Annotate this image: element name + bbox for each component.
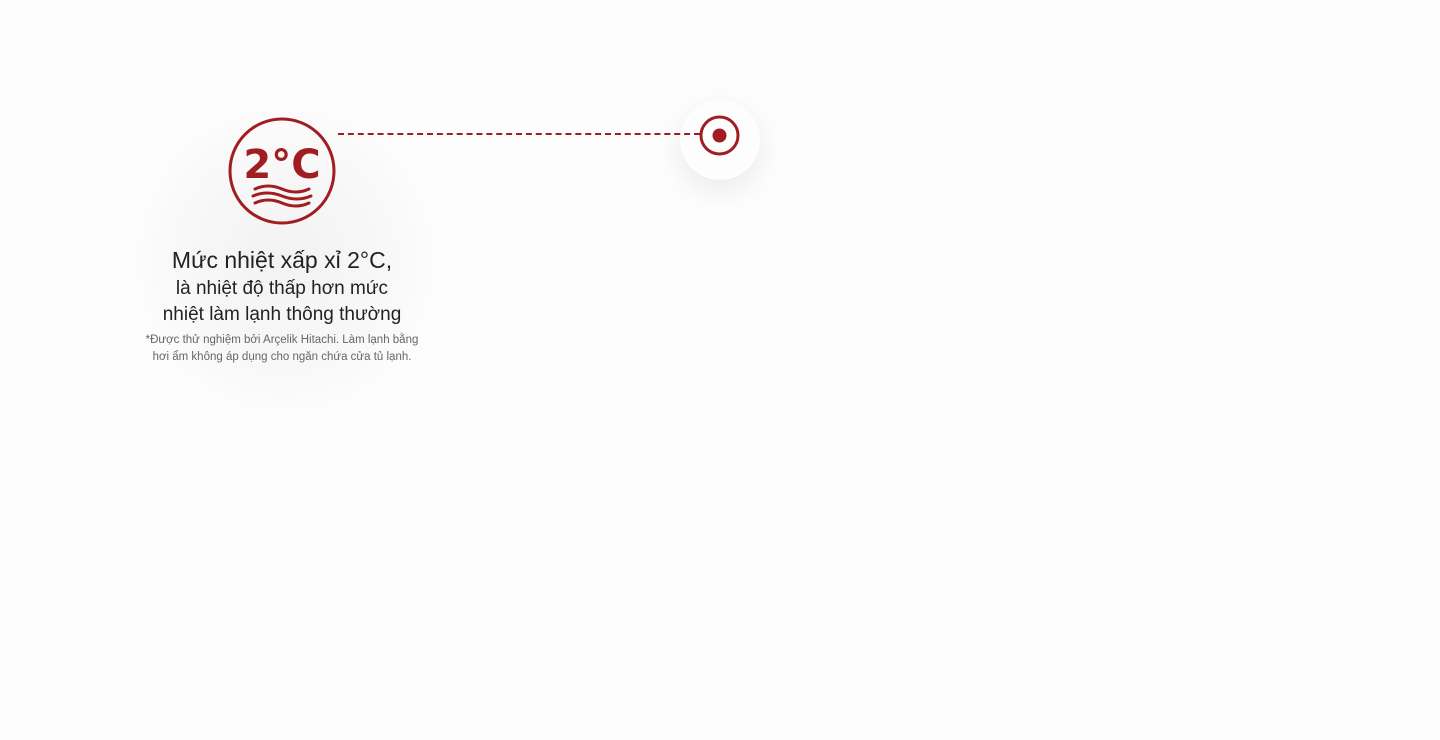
hotspot-button[interactable] bbox=[699, 115, 740, 156]
subline-2: nhiệt làm lạnh thông thường bbox=[162, 304, 402, 325]
footnote: *Được thử nghiệm bởi Arçelik Hitachi. Là… bbox=[145, 334, 419, 363]
subline-1: là nhiệt độ thấp hơn mức bbox=[175, 278, 389, 299]
headline: Mức nhiệt xấp xỉ 2°C, bbox=[171, 247, 393, 273]
background-glow bbox=[120, 90, 450, 430]
temperature-2c-icon: 2°C bbox=[228, 117, 336, 225]
icon-label: 2°C bbox=[243, 142, 320, 188]
feature-description: Mức nhiệt xấp xỉ 2°C, là nhiệt độ thấp h… bbox=[142, 244, 422, 366]
connector-dashed-line bbox=[338, 133, 700, 135]
